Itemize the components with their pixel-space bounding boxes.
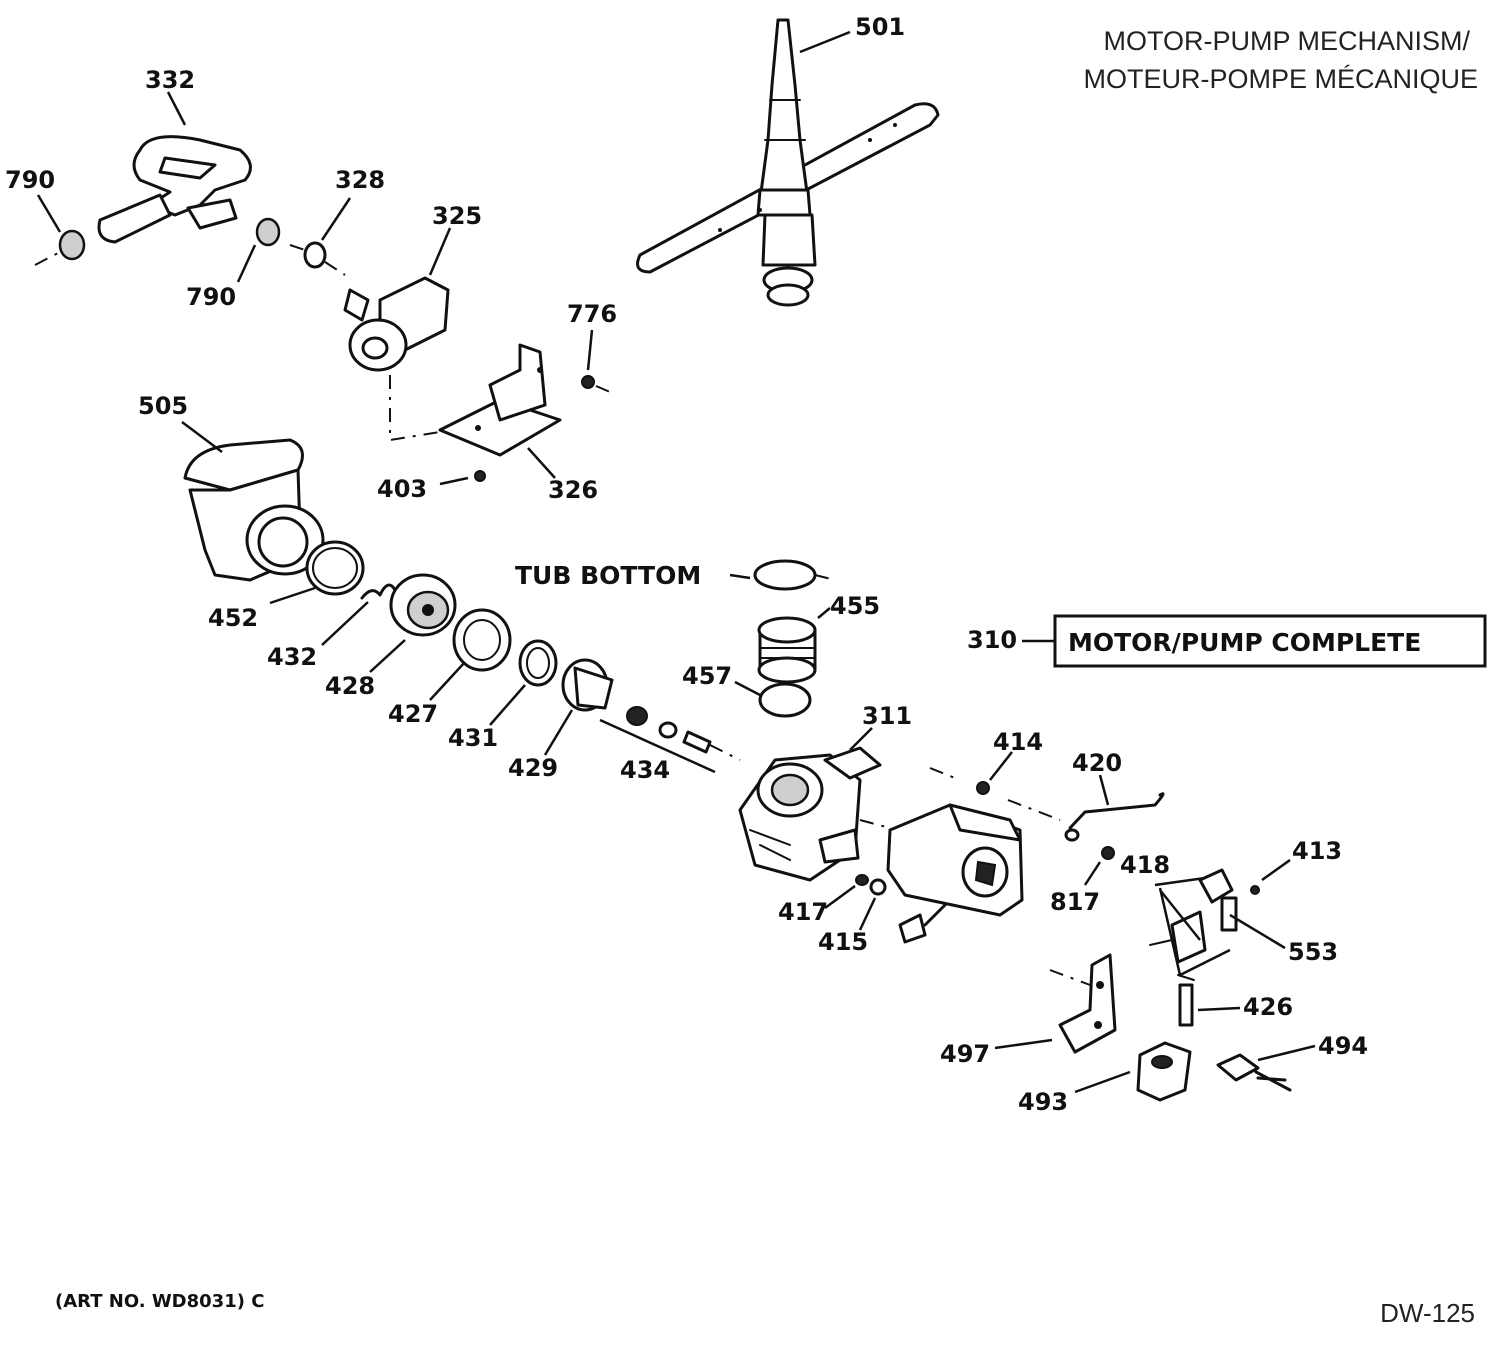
part-label: 431 <box>448 724 498 752</box>
part-label: 790 <box>186 283 236 311</box>
screw-414-drawing <box>976 781 990 795</box>
grommet-drawing <box>289 241 346 276</box>
part-label: 457 <box>682 662 732 690</box>
part-label: 311 <box>862 702 912 730</box>
complete-box-text: MOTOR/PUMP COMPLETE <box>1068 628 1421 657</box>
part-label: 332 <box>145 66 195 94</box>
clamp-drawing <box>305 540 365 596</box>
title-line-1: MOTOR-PUMP MECHANISM/ <box>1103 26 1470 56</box>
seal-ring-drawing <box>518 639 558 687</box>
washer-817-drawing <box>1064 828 1080 842</box>
hose-clamp-right-drawing <box>255 217 281 247</box>
part-label: 415 <box>818 928 868 956</box>
complete-ref-label: 310 <box>967 626 1017 654</box>
part-label: 776 <box>567 300 617 328</box>
part-label: 403 <box>377 475 427 503</box>
screw-418-drawing <box>1101 846 1115 860</box>
part-label: 429 <box>508 754 558 782</box>
spring-clip-drawing <box>1250 885 1260 895</box>
part-label: 501 <box>855 13 905 41</box>
title-line-2: MOTEUR-POMPE MÉCANIQUE <box>1083 64 1478 94</box>
page-code: DW-125 <box>1380 1298 1475 1328</box>
part-label: 417 <box>778 898 828 926</box>
part-label: 328 <box>335 166 385 194</box>
wire-rod-drawing <box>1068 792 1165 830</box>
part-label: 426 <box>1243 993 1293 1021</box>
pump-cover-drawing <box>561 658 614 712</box>
nut-drawing <box>474 470 486 482</box>
spacer-415-drawing <box>869 878 887 896</box>
solenoid-bracket-drawing <box>1049 953 1117 1054</box>
pump-assembly-drawing <box>738 746 891 882</box>
part-label: 428 <box>325 672 375 700</box>
part-label: 505 <box>138 392 188 420</box>
switch-bracket-drawing <box>1149 868 1238 964</box>
connector-drawing <box>1216 1053 1292 1092</box>
gasket-drawing <box>452 608 512 672</box>
part-label: 420 <box>1072 749 1122 777</box>
part-label: 432 <box>267 643 317 671</box>
washer-417-drawing <box>855 874 869 886</box>
part-label: 493 <box>1018 1088 1068 1116</box>
part-label: 817 <box>1050 888 1100 916</box>
part-label: 790 <box>5 166 55 194</box>
drain-valve-drawing <box>343 276 450 442</box>
hose-clamp-left-drawing <box>34 229 86 266</box>
part-label: 553 <box>1288 938 1338 966</box>
screw-776-drawing <box>581 375 611 393</box>
solenoid-drawing <box>1136 1041 1192 1102</box>
part-label: 413 <box>1292 837 1342 865</box>
mounting-bracket-drawing <box>438 343 562 457</box>
part-label: 494 <box>1318 1032 1368 1060</box>
motor-drawing <box>886 767 1061 944</box>
part-label: 325 <box>432 202 482 230</box>
hose-clamp-drawing <box>758 682 812 718</box>
part-label: 452 <box>208 604 258 632</box>
spray-arm-drawing <box>636 18 940 307</box>
tub-bottom-label: TUB BOTTOM <box>515 561 701 590</box>
part-label: 497 <box>940 1040 990 1068</box>
part-label: 427 <box>388 700 438 728</box>
spring-drawing <box>360 583 397 600</box>
part-label: 434 <box>620 756 670 784</box>
impeller-drawing <box>389 573 457 637</box>
part-label: 418 <box>1120 851 1170 879</box>
complete-box <box>1053 614 1487 668</box>
sump-housing-drawing <box>183 438 325 582</box>
sump-seal-drawing <box>757 616 817 684</box>
art-number: (ART NO. WD8031) C <box>55 1291 264 1312</box>
hose-loop-drawing <box>97 135 252 244</box>
seal-kit-drawing <box>599 706 741 774</box>
part-label: 326 <box>548 476 598 504</box>
part-label: 414 <box>993 728 1043 756</box>
tub-bottom-ring <box>753 559 817 591</box>
plunger-drawing <box>1177 974 1195 1027</box>
part-label: 455 <box>830 592 880 620</box>
